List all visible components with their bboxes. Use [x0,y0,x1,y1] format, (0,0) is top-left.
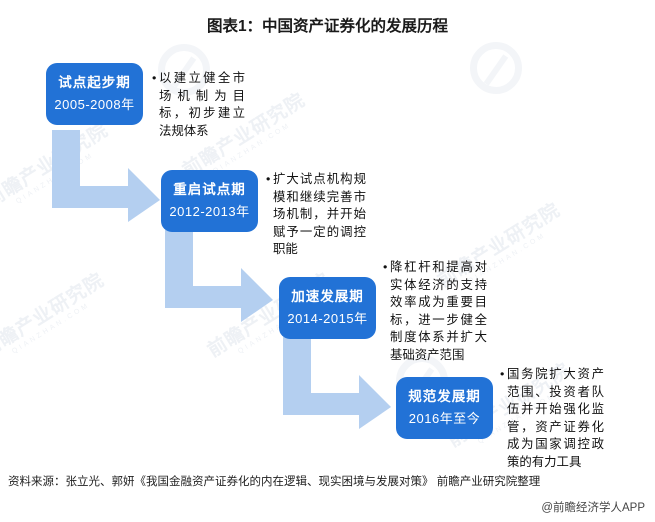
watermark-text: 前瞻产业研究院 QIANZHAN.COM [0,269,109,362]
bullet-marker-icon: • [383,260,388,274]
app-attribution: @前瞻经济学人APP [541,502,645,514]
stage-name-1: 试点起步期 [58,74,131,90]
stage-years-2: 2012-2013年 [169,203,250,219]
stage-box-4[interactable]: 规范发展期 2016年至今 [396,377,493,439]
stage-name-3: 加速发展期 [291,288,364,304]
stage-box-2[interactable]: 重启试点期 2012-2013年 [161,170,258,232]
stage-description-text-1: 以建立健全市场机制为目标，初步建立法规体系 [159,71,245,138]
bullet-marker-icon: • [266,172,271,186]
stage-years-1: 2005-2008年 [54,96,135,112]
bullet-marker-icon: • [500,367,505,381]
stage-description-1: • 以建立健全市场机制为目标，初步建立法规体系 [152,70,245,140]
stage-description-2: • 扩大试点机构规模和继续完善市场机制，并开始赋予一定的调控职能 [266,171,366,259]
stage-description-text-3: 降杠杆和提高对实体经济的支持效率成为重要目标，进一步健全制度体系并扩大基础资产范… [390,260,487,363]
stage-description-text-2: 扩大试点机构规模和继续完善市场机制，并开始赋予一定的调控职能 [273,172,366,257]
bullet-marker-icon: • [152,71,157,85]
stage-box-1[interactable]: 试点起步期 2005-2008年 [46,63,143,125]
stage-description-3: • 降杠杆和提高对实体经济的支持效率成为重要目标，进一步健全制度体系并扩大基础资… [383,259,487,365]
stage-years-4: 2016年至今 [408,410,481,426]
stage-years-3: 2014-2015年 [287,310,368,326]
flow-arrow-2 [165,230,273,322]
watermark-logo-icon [470,42,522,94]
source-note: 资料来源：张立光、郭妍《我国金融资产证券化的内在逻辑、现实困境与发展对策》 前瞻… [8,476,541,488]
stage-description-text-4: 国务院扩大资产范围、投资者队伍并开始强化监管，资产证券化成为国家调控政策的有力工… [507,367,604,470]
page-title: 图表1：中国资产证券化的发展历程 [206,18,449,35]
stage-box-3[interactable]: 加速发展期 2014-2015年 [279,277,376,339]
stage-name-2: 重启试点期 [173,181,246,197]
stage-name-4: 规范发展期 [408,388,481,404]
stage-description-4: • 国务院扩大资产范围、投资者队伍并开始强化监管，资产证券化成为国家调控政策的有… [500,366,604,472]
flow-arrow-3 [283,337,391,429]
flow-arrow-1 [52,130,160,222]
